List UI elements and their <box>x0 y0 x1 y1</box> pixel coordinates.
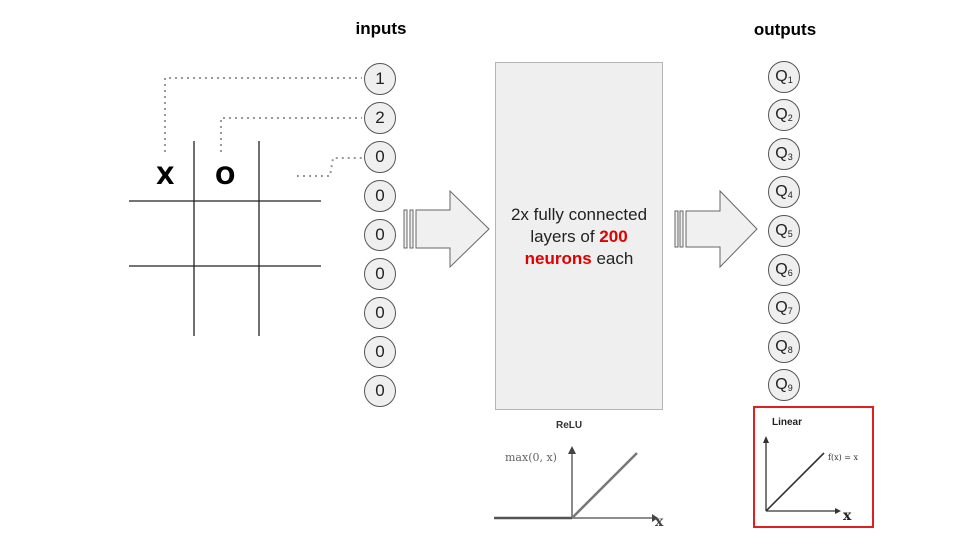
q-sub: 5 <box>787 229 793 239</box>
input-node-4: 0 <box>364 180 396 212</box>
connector-3 <box>297 157 362 177</box>
input-node-5: 0 <box>364 219 396 251</box>
linear-formula: f(x) = x <box>828 453 859 462</box>
input-node-1: 1 <box>364 63 396 95</box>
network-text-after: each <box>591 249 634 268</box>
input-node-8: 0 <box>364 336 396 368</box>
connector-1 <box>164 77 362 152</box>
input-node-2: 2 <box>364 102 396 134</box>
q-sub: 7 <box>787 306 793 316</box>
relu-plot <box>494 446 658 522</box>
network-box <box>495 62 663 410</box>
connector-2 <box>220 117 362 152</box>
q-sub: 2 <box>787 113 793 123</box>
q-label: Q <box>775 338 788 355</box>
board-mark-x: X <box>156 162 175 190</box>
q-label: Q <box>775 299 788 316</box>
q-label: Q <box>775 261 788 278</box>
inputs-title: inputs <box>355 19 407 38</box>
output-arrow <box>674 189 758 269</box>
network-text-before: 2x fully connected layers of <box>510 205 648 246</box>
input-node-3: 0 <box>364 141 396 173</box>
q-label: Q <box>775 222 788 239</box>
outputs-title: outputs <box>753 20 817 39</box>
input-node-9: 0 <box>364 375 396 407</box>
linear-highlight-frame <box>753 406 874 528</box>
network-neuron-count: 200 neurons <box>524 227 628 268</box>
q-sub: 1 <box>787 75 793 85</box>
input-node-7: 0 <box>364 297 396 329</box>
relu-x-label: x <box>655 514 664 530</box>
q-sub: 6 <box>787 268 793 278</box>
q-label: Q <box>775 68 788 85</box>
q-label: Q <box>775 106 788 123</box>
q-label: Q <box>775 145 788 162</box>
input-connectors <box>164 77 362 177</box>
linear-plot <box>763 436 841 514</box>
board-grid <box>129 141 321 336</box>
linear-x-label: x <box>843 508 852 524</box>
board-mark-o: O <box>215 162 236 190</box>
q-sub: 3 <box>787 152 793 162</box>
q-sub: 4 <box>787 190 793 200</box>
relu-title: ReLU <box>556 420 583 431</box>
linear-title: Linear <box>772 417 803 428</box>
q-sub: 8 <box>787 345 793 355</box>
relu-formula: max(0, x) <box>505 451 557 464</box>
q-label: Q <box>775 183 788 200</box>
network-label: 2x fully connected layers of 200 neurons… <box>495 204 663 270</box>
q-sub: 9 <box>787 383 793 393</box>
q-label: Q <box>775 376 788 393</box>
input-arrow <box>403 189 490 269</box>
input-node-6: 0 <box>364 258 396 290</box>
